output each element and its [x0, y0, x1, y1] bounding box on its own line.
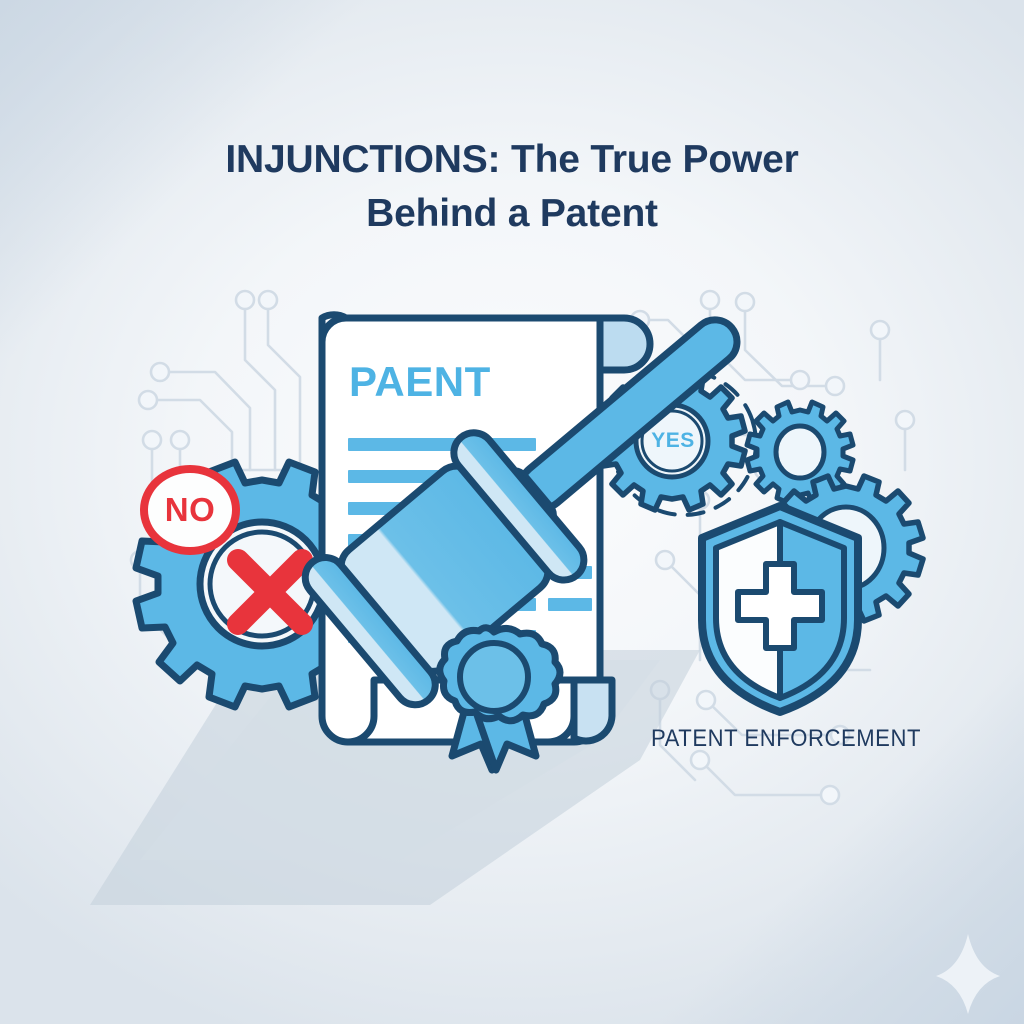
page-title: INJUNCTIONS: The True Power Behind a Pat… [0, 133, 1024, 241]
x-mark-icon [227, 549, 313, 635]
badge-yes-label: YES [651, 429, 695, 452]
dashed-orbit-ring [610, 369, 758, 517]
title-line-2: Behind a Patent [366, 191, 658, 235]
badge-no-label: NO [164, 491, 216, 528]
title-line-1: INJUNCTIONS: The True Power [225, 138, 799, 181]
caption-label: PATENT ENFORCEMENT [651, 725, 922, 752]
document-heading: PAENT [349, 358, 491, 405]
